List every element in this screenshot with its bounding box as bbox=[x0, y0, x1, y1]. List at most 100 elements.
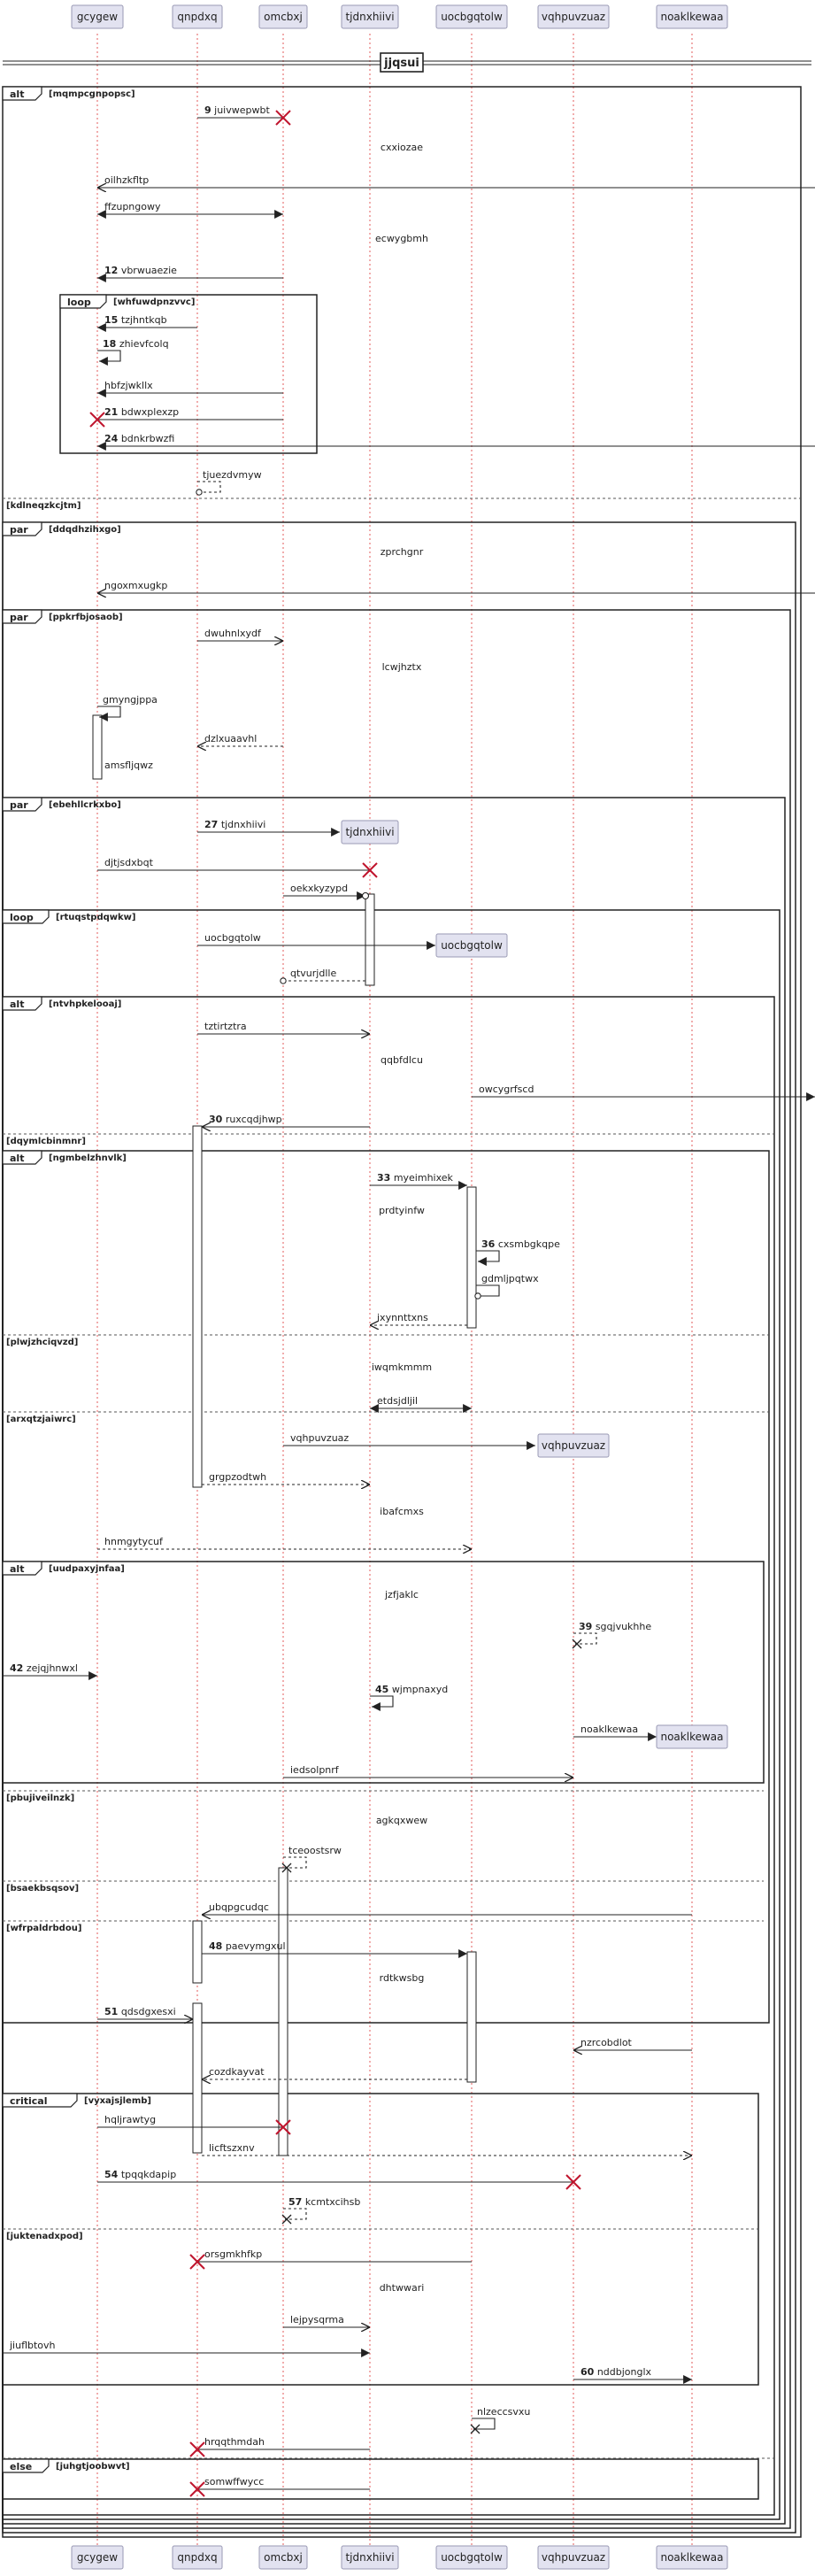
message-text: lejpysqrma bbox=[290, 2314, 344, 2325]
message-name: owcygrfscd bbox=[479, 1084, 534, 1095]
destroy-mark bbox=[470, 2424, 481, 2434]
participant-uocbgqtolw-top[interactable]: uocbgqtolw bbox=[435, 4, 508, 29]
fragment-tab bbox=[2, 521, 42, 536]
self-message-arrow[interactable] bbox=[97, 350, 121, 366]
message-label-zhievfcolq: 18 zhievfcolq bbox=[103, 338, 169, 350]
message-label-tceoostsrw: tceoostsrw bbox=[288, 1845, 342, 1856]
message-text: etdsjdljil bbox=[377, 1395, 418, 1407]
participant-noaklkewaa-top[interactable]: noaklkewaa bbox=[656, 4, 728, 29]
participant-tjdnxhiivi-bottom[interactable]: tjdnxhiivi bbox=[341, 2545, 399, 2570]
message-name: lcwjhztx bbox=[382, 661, 422, 673]
message-number: 42 bbox=[10, 1662, 23, 1674]
fragment-keyword: critical bbox=[10, 2095, 47, 2107]
message-name: rdtkwsbg bbox=[380, 1972, 425, 1984]
fragment-border bbox=[2, 521, 796, 2534]
fragment-loop-1: loop[whfuwdpnzvvc] bbox=[59, 294, 318, 454]
message-text: jiuflbtovh bbox=[9, 2340, 56, 2351]
message-label-sgqjvukhhe: 39 sgqjvukhhe bbox=[579, 1621, 651, 1632]
participant-gcygew-top[interactable]: gcygew bbox=[71, 4, 124, 29]
fragment-else-guard: [juktenadxpod] bbox=[6, 2232, 83, 2241]
fragment-guard: [mqmpcgnpopsc] bbox=[49, 89, 135, 99]
participant-qnpdxq-top[interactable]: qnpdxq bbox=[172, 4, 223, 29]
destroy-mark bbox=[281, 1863, 292, 1873]
message-name: jzfjaklc bbox=[384, 1589, 419, 1600]
self-message-arrow[interactable] bbox=[97, 706, 121, 721]
message-label-qdsdgxesxi: 51 qdsdgxesxi bbox=[104, 2006, 176, 2017]
message-number: 57 bbox=[288, 2196, 302, 2208]
message-name: ngoxmxugkp bbox=[104, 580, 167, 591]
message-text: iedsolpnrf bbox=[290, 1764, 340, 1776]
fragment-else-guard: [pbujiveilnzk] bbox=[6, 1793, 74, 1803]
participant-omcbxj-top[interactable]: omcbxj bbox=[258, 4, 308, 29]
message-label-myeimhixek: 33 myeimhixek bbox=[377, 1172, 454, 1184]
fragment-guard: [ebehllcrkxbo] bbox=[49, 800, 121, 810]
message-label-ffzupngowy: ffzupngowy bbox=[104, 201, 161, 212]
message-label-gdmljpqtwx: gdmljpqtwx bbox=[481, 1273, 539, 1284]
participant-uocbgqtolw-bottom[interactable]: uocbgqtolw bbox=[435, 2545, 508, 2570]
fragment-keyword: alt bbox=[10, 999, 24, 1010]
participant-label: vqhpuvzuaz bbox=[542, 1439, 605, 1452]
message-name: oilhzkfltp bbox=[104, 174, 149, 186]
message-text: oekxkyzypd bbox=[290, 883, 348, 894]
message-text: vqhpuvzuaz bbox=[290, 1432, 349, 1444]
fragment-else-guard: [dqymlcbinmnr] bbox=[6, 1137, 86, 1146]
message-text: dzlxuaavhl bbox=[204, 733, 257, 744]
self-message-arrow[interactable] bbox=[283, 1856, 307, 1869]
participant-noaklkewaa-created[interactable]: noaklkewaa bbox=[656, 1724, 728, 1749]
message-label-wjmpnaxyd: 45 wjmpnaxyd bbox=[375, 1684, 448, 1695]
fragment-guard: [uudpaxyjnfaa] bbox=[49, 1564, 125, 1574]
destroy-mark bbox=[275, 110, 291, 126]
self-message-arrow[interactable] bbox=[476, 1250, 500, 1266]
self-message-arrow[interactable] bbox=[573, 1632, 597, 1645]
fragment-keyword: loop bbox=[67, 297, 91, 308]
message-label-jzfjaklc: jzfjaklc bbox=[384, 1589, 419, 1600]
message-text: 42 zejqjhnwxl bbox=[10, 1662, 78, 1674]
participant-box bbox=[71, 4, 124, 29]
fragment-else-guard: [arxqtzjaiwrc] bbox=[6, 1415, 76, 1424]
participant-gcygew-bottom[interactable]: gcygew bbox=[71, 2545, 124, 2570]
activation-bar bbox=[466, 1951, 477, 2083]
message-name: agkqxwew bbox=[376, 1815, 427, 1826]
self-message-arrow[interactable] bbox=[283, 2208, 307, 2220]
self-message-arrow[interactable] bbox=[196, 481, 221, 496]
message-text: nzrcobdlot bbox=[580, 2037, 633, 2048]
participant-tjdnxhiivi-top[interactable]: tjdnxhiivi bbox=[341, 4, 399, 29]
message-text: 60 nddbjonglx bbox=[580, 2366, 652, 2378]
participant-vqhpuvzuaz-created[interactable]: vqhpuvzuaz bbox=[537, 1433, 610, 1458]
message-name: zhievfcolq bbox=[119, 338, 169, 350]
message-label-kcmtxcihsb: 57 kcmtxcihsb bbox=[288, 2196, 360, 2208]
self-message-arrow[interactable] bbox=[474, 1284, 500, 1300]
message-name: hnmgytycuf bbox=[104, 1536, 164, 1547]
message-text: 45 wjmpnaxyd bbox=[375, 1684, 448, 1695]
participant-label: omcbxj bbox=[264, 2551, 303, 2564]
activation-bar bbox=[365, 893, 375, 986]
diagram-title: jjqsui bbox=[383, 57, 419, 70]
message-name: wjmpnaxyd bbox=[392, 1684, 448, 1695]
participant-qnpdxq-bottom[interactable]: qnpdxq bbox=[172, 2545, 223, 2570]
message-label-iedsolpnrf: iedsolpnrf bbox=[290, 1764, 340, 1776]
message-name: gdmljpqtwx bbox=[481, 1273, 539, 1284]
self-message-arrow[interactable] bbox=[472, 2418, 496, 2430]
message-number: 36 bbox=[481, 1238, 496, 1250]
participant-tjdnxhiivi-created[interactable]: tjdnxhiivi bbox=[341, 820, 399, 845]
message-label-etdsjdljil: etdsjdljil bbox=[377, 1395, 418, 1407]
self-message-arrow[interactable] bbox=[370, 1695, 394, 1711]
message-label-cozdkayvat: cozdkayvat bbox=[209, 2066, 265, 2078]
message-text: orsgmkhfkp bbox=[204, 2248, 262, 2260]
participant-uocbgqtolw-created[interactable]: uocbgqtolw bbox=[435, 933, 508, 958]
participant-vqhpuvzuaz-top[interactable]: vqhpuvzuaz bbox=[537, 4, 610, 29]
message-label-ibafcmxs: ibafcmxs bbox=[380, 1506, 424, 1517]
message-name: ixynnttxns bbox=[377, 1312, 428, 1323]
participant-vqhpuvzuaz-bottom[interactable]: vqhpuvzuaz bbox=[537, 2545, 610, 2570]
message-label-licftszxnv: licftszxnv bbox=[209, 2142, 255, 2154]
participant-box bbox=[435, 933, 508, 958]
participant-omcbxj-bottom[interactable]: omcbxj bbox=[258, 2545, 308, 2570]
participant-noaklkewaa-bottom[interactable]: noaklkewaa bbox=[656, 2545, 728, 2570]
message-text: amsfljqwz bbox=[104, 760, 153, 771]
message-number: 45 bbox=[375, 1684, 388, 1695]
message-text: iwqmkmmm bbox=[372, 1361, 432, 1373]
message-number: 21 bbox=[104, 406, 118, 418]
participant-box bbox=[341, 4, 399, 29]
participant-box bbox=[656, 4, 728, 29]
message-text: 36 cxsmbgkqpe bbox=[481, 1238, 560, 1250]
